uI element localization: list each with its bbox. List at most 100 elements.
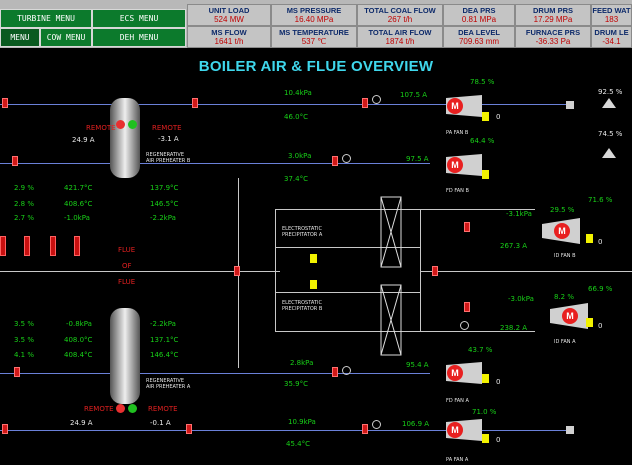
coal-burner-4[interactable] xyxy=(74,236,80,256)
metric-ms-pressure: MS PRESSURE 16.40 MPa xyxy=(271,4,357,26)
metric-value: 0.81 MPa xyxy=(461,15,497,24)
metric-drum-prs: DRUM PRS 17.29 MPa xyxy=(515,4,591,26)
metric-label: DEA PRS xyxy=(462,6,496,15)
fd-fan-b-status[interactable] xyxy=(482,170,489,179)
stack-duct xyxy=(420,271,632,272)
valve-pa-a-hot[interactable] xyxy=(186,424,192,434)
aph-b-main-motor-status[interactable] xyxy=(116,120,125,129)
esp-b-status[interactable] xyxy=(310,280,317,289)
coal-burner-3[interactable] xyxy=(50,236,56,256)
id-fan-a-zero: 0 xyxy=(598,322,603,330)
fd-fan-b-icon[interactable]: M xyxy=(444,154,484,176)
valve-sa-a-inlet[interactable] xyxy=(14,367,20,377)
pa-fan-b-zero: 0 xyxy=(496,113,501,121)
metric-label: MS TEMPERATURE xyxy=(279,28,349,37)
damper-sa-a-dial[interactable] xyxy=(342,366,351,375)
hot-air-damper-position: 92.5 % xyxy=(598,88,623,96)
damper-pa-a-dial[interactable] xyxy=(372,420,381,429)
valve-pa-b-inlet[interactable] xyxy=(2,98,8,108)
pa-fan-b-current: 107.5 A xyxy=(400,91,428,99)
cow-menu-button[interactable]: COW MENU xyxy=(40,28,92,47)
damper-pa-b-dial[interactable] xyxy=(372,95,381,104)
o2-a-3: 4.1 % xyxy=(14,351,35,359)
fd-fan-a-status[interactable] xyxy=(482,374,489,383)
id-fan-a-current: 238.2 A xyxy=(500,324,528,332)
hot-air-damper-icon[interactable] xyxy=(600,96,618,110)
aph-b-remote-1: REMOTE xyxy=(86,124,116,132)
metric-total-coal-flow: TOTAL COAL FLOW 267 t/h xyxy=(357,4,443,26)
metric-label: TOTAL AIR FLOW xyxy=(368,28,432,37)
aph-a-main-motor-status[interactable] xyxy=(116,404,125,413)
fd-a-temperature: 35.9°C xyxy=(284,380,308,388)
valve-pa-a-outlet[interactable] xyxy=(362,424,368,434)
pa-fan-a-status[interactable] xyxy=(482,434,489,443)
valve-flue-crossover[interactable] xyxy=(234,266,240,276)
menu-button[interactable]: MENU xyxy=(0,28,40,47)
pa-b-pressure: 10.4kPa xyxy=(284,89,312,97)
aph-b-aux-current: -3.1 A xyxy=(158,135,179,143)
valve-id-a-inlet[interactable] xyxy=(464,302,470,312)
id-fan-a-status[interactable] xyxy=(586,318,593,327)
fd-fan-a-icon[interactable]: M xyxy=(444,362,484,384)
damper-id-a-dial[interactable] xyxy=(460,321,469,330)
svg-text:M: M xyxy=(451,101,459,111)
valve-pa-b-hot[interactable] xyxy=(192,98,198,108)
metric-value: -36.33 Pa xyxy=(535,37,571,46)
aph-a-flue-out-temp-2: 146.4°C xyxy=(150,351,179,359)
metric-label: DRUM LE xyxy=(594,28,629,37)
valve-sa-a-outlet[interactable] xyxy=(332,367,338,377)
valve-id-b-inlet[interactable] xyxy=(464,222,470,232)
esp-mid-duct-2 xyxy=(275,292,421,293)
metric-feed-water: FEED WAT 183 xyxy=(591,4,632,26)
aph-b-flue-in-temp: 421.7°C xyxy=(64,184,93,192)
valve-pa-a-inlet[interactable] xyxy=(2,424,8,434)
id-fan-b-outlet-position: 71.6 % xyxy=(588,196,613,204)
aph-b-flue-out-temp: 137.9°C xyxy=(150,184,179,192)
coal-burner-2[interactable] xyxy=(24,236,30,256)
page-title: BOILER AIR & FLUE OVERVIEW xyxy=(198,58,434,75)
id-fan-b-status[interactable] xyxy=(586,234,593,243)
metric-value: 16.40 MPa xyxy=(294,15,334,24)
turbine-menu-button[interactable]: TURBINE MENU xyxy=(0,9,92,28)
fd-fan-b-current: 97.5 A xyxy=(406,155,429,163)
fd-b-temperature: 37.4°C xyxy=(284,175,308,183)
valve-stack[interactable] xyxy=(432,266,438,276)
svg-text:M: M xyxy=(558,226,566,236)
ecs-menu-button[interactable]: ECS MENU xyxy=(92,9,186,28)
metric-label: MS PRESSURE xyxy=(286,6,342,15)
pa-fan-b-status[interactable] xyxy=(482,112,489,121)
valve-sa-b-inlet[interactable] xyxy=(12,156,18,166)
flue-duct-center xyxy=(0,271,280,272)
valve-pa-b-outlet[interactable] xyxy=(362,98,368,108)
metric-drum-level: DRUM LE -34.1 xyxy=(591,26,632,48)
esp-top-duct xyxy=(275,209,535,210)
id-fan-b-icon[interactable]: M xyxy=(540,218,582,244)
pa-fan-a-icon[interactable]: M xyxy=(444,419,484,441)
id-fan-b-current: 267.3 A xyxy=(500,242,528,250)
header-bar: TURBINE MENU ECS MENU MENU COW MENU DEH … xyxy=(0,0,632,48)
pa-fan-a-position: 71.0 % xyxy=(472,408,497,416)
damper-sa-b-dial[interactable] xyxy=(342,154,351,163)
fd-b-pressure: 3.0kPa xyxy=(288,152,312,160)
id-fan-a-icon[interactable]: M xyxy=(548,303,590,329)
o2-a-1: 3.5 % xyxy=(14,320,35,328)
pa-b-temperature: 46.0°C xyxy=(284,113,308,121)
pipe-primary-air-a xyxy=(0,430,570,431)
metric-unit-load: UNIT LOAD 524 MW xyxy=(187,4,271,26)
aph-a-aux-motor-status[interactable] xyxy=(128,404,137,413)
esp-a-x-icon xyxy=(380,196,402,268)
pa-fan-b-icon[interactable]: M xyxy=(444,95,484,117)
cold-air-damper-icon[interactable] xyxy=(600,146,618,160)
aph-b-aux-motor-status[interactable] xyxy=(128,120,137,129)
coal-burner-1[interactable] xyxy=(0,236,6,256)
esp-a-status[interactable] xyxy=(310,254,317,263)
air-preheater-a-drum xyxy=(110,308,140,404)
valve-sa-b-outlet[interactable] xyxy=(332,156,338,166)
metric-value: 709.63 mm xyxy=(458,37,500,46)
esp-mid-duct-1 xyxy=(275,247,421,248)
deh-menu-button[interactable]: DEH MENU xyxy=(92,28,186,47)
aph-a-flue-in-prs: -0.8kPa xyxy=(66,320,92,328)
id-fan-a-outlet-position: 66.9 % xyxy=(588,285,613,293)
pa-a-temperature: 45.4°C xyxy=(286,440,310,448)
aph-a-flue-in-temp: 408.0°C xyxy=(64,336,93,344)
